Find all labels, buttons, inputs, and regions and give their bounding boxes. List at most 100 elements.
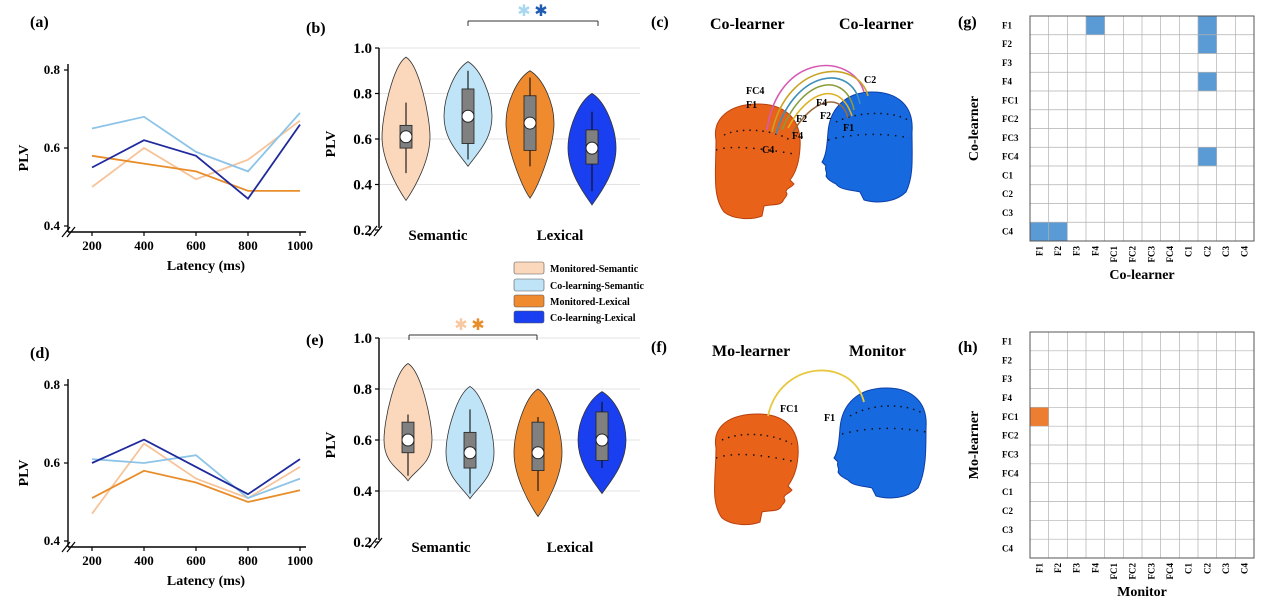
x-tick-label: 400	[134, 553, 154, 568]
heatmap-frame	[1029, 15, 1255, 242]
row-label: F1	[1002, 336, 1012, 346]
axis-break-mark	[368, 225, 378, 237]
electrode-label-right-c-2: F2	[820, 111, 831, 122]
significance-star-left: ✱	[517, 1, 530, 20]
y-tick-label: 0.6	[353, 132, 372, 148]
brain-f-right-title: Monitor	[849, 343, 906, 360]
col-label: F3	[1072, 246, 1082, 256]
connection-arcs-c	[766, 64, 869, 135]
electrode-label-right-c-0: C2	[864, 75, 876, 86]
col-label: FC1	[1109, 563, 1119, 580]
heat-cell-0	[1030, 407, 1049, 427]
heatmap-frame	[1029, 331, 1255, 559]
col-label: C2	[1202, 246, 1212, 257]
col-label: FC4	[1165, 246, 1175, 263]
col-label: C3	[1221, 246, 1231, 257]
median-marker-2	[531, 446, 545, 460]
heat-cell-3	[1198, 72, 1217, 91]
col-label: F4	[1090, 563, 1100, 573]
panel-label-c: (c)	[651, 14, 669, 31]
series-line-0	[91, 119, 301, 188]
legend-label-monitored-semantic: Monitored-Semantic	[550, 264, 639, 275]
left-head-f	[714, 413, 799, 526]
significance-star-left: ✱	[454, 315, 467, 334]
y-tick-label: 0.6	[353, 433, 372, 449]
col-label: F1	[1034, 246, 1044, 256]
x-tick-label: 800	[238, 553, 258, 568]
median-marker-0	[399, 130, 413, 144]
median-marker-3	[595, 433, 609, 447]
row-label: C1	[1002, 487, 1013, 497]
col-label: FC3	[1146, 563, 1156, 580]
row-label: C2	[1002, 506, 1013, 516]
col-label: C2	[1202, 563, 1212, 574]
y-axis-label: PLV	[324, 131, 339, 158]
electrode-label-right-f-0: F1	[824, 413, 835, 424]
heat-cell-5	[1030, 222, 1049, 241]
y-axis-label: PLV	[324, 432, 339, 459]
brain-c-right-title: Co-learner	[839, 16, 914, 33]
panel-label-g: (g)	[958, 14, 977, 31]
panel-label-d: (d)	[30, 345, 50, 362]
series-line-3	[91, 438, 301, 496]
group-label: Lexical	[547, 540, 594, 556]
group-label: Semantic	[411, 540, 471, 556]
row-label: C4	[1002, 544, 1013, 554]
series-line-1	[91, 112, 301, 173]
axis-break-mark	[368, 537, 378, 549]
col-label: C4	[1240, 563, 1250, 574]
x-axis-label: Monitor	[1117, 585, 1167, 600]
y-tick-label: 0.4	[44, 218, 61, 233]
col-label: FC2	[1128, 246, 1138, 263]
col-label: C4	[1240, 246, 1250, 257]
electrode-label-right-c-1: F4	[816, 98, 827, 109]
y-axis-label: PLV	[17, 145, 32, 172]
row-label: C2	[1002, 189, 1013, 199]
row-label: F1	[1002, 20, 1012, 30]
row-label: C3	[1002, 208, 1013, 218]
y-tick-label: 0.4	[353, 484, 372, 500]
electrode-label-right-c-3: F1	[843, 123, 854, 134]
col-label: C3	[1221, 563, 1231, 574]
x-axis-label: Latency (ms)	[167, 574, 245, 589]
y-axis-label: Co-learner	[967, 96, 982, 161]
col-label: C1	[1184, 563, 1194, 574]
electrode-label-left-f-0: FC1	[780, 404, 798, 415]
x-tick-label: 200	[82, 238, 102, 253]
row-label: F4	[1002, 393, 1012, 403]
row-label: FC3	[1002, 133, 1019, 143]
axis-break-mark	[61, 541, 71, 553]
heat-cell-4	[1198, 147, 1217, 166]
panel-label-f: (f)	[651, 339, 667, 356]
axis-break-mark	[66, 541, 76, 553]
connection-arc-f	[767, 369, 865, 417]
x-tick-label: 1000	[287, 238, 313, 253]
heat-cell-6	[1048, 222, 1068, 241]
panel-label-h: (h)	[958, 339, 978, 356]
row-label: FC4	[1002, 468, 1019, 478]
right-head-c	[821, 91, 913, 203]
legend-label-monitored-lexical: Monitored-Lexical	[550, 297, 630, 308]
median-marker-0	[401, 433, 415, 447]
electrode-label-left-c-4: C4	[762, 145, 774, 156]
x-tick-label: 400	[134, 238, 154, 253]
row-label: F2	[1002, 39, 1012, 49]
median-marker-1	[463, 446, 477, 460]
brain-panel-c: Co-learner Co-learner FC4 F1 F2 F4 C4 C2	[710, 16, 914, 220]
median-marker-1	[461, 109, 475, 123]
legend-swatch-monitored-semantic	[513, 261, 545, 275]
median-marker-2	[523, 116, 537, 130]
row-label: F2	[1002, 355, 1012, 365]
col-label: FC4	[1165, 563, 1175, 580]
electrode-label-left-c-2: F2	[796, 114, 807, 125]
y-tick-label: 0.2	[353, 535, 372, 551]
heat-cell-0	[1086, 16, 1105, 35]
brain-c-left-title: Co-learner	[710, 16, 785, 33]
y-tick-label: 0.4	[44, 533, 61, 548]
left-head-c	[714, 103, 801, 220]
heat-cell-2	[1198, 34, 1217, 54]
x-axis-label: Co-learner	[1109, 268, 1174, 283]
